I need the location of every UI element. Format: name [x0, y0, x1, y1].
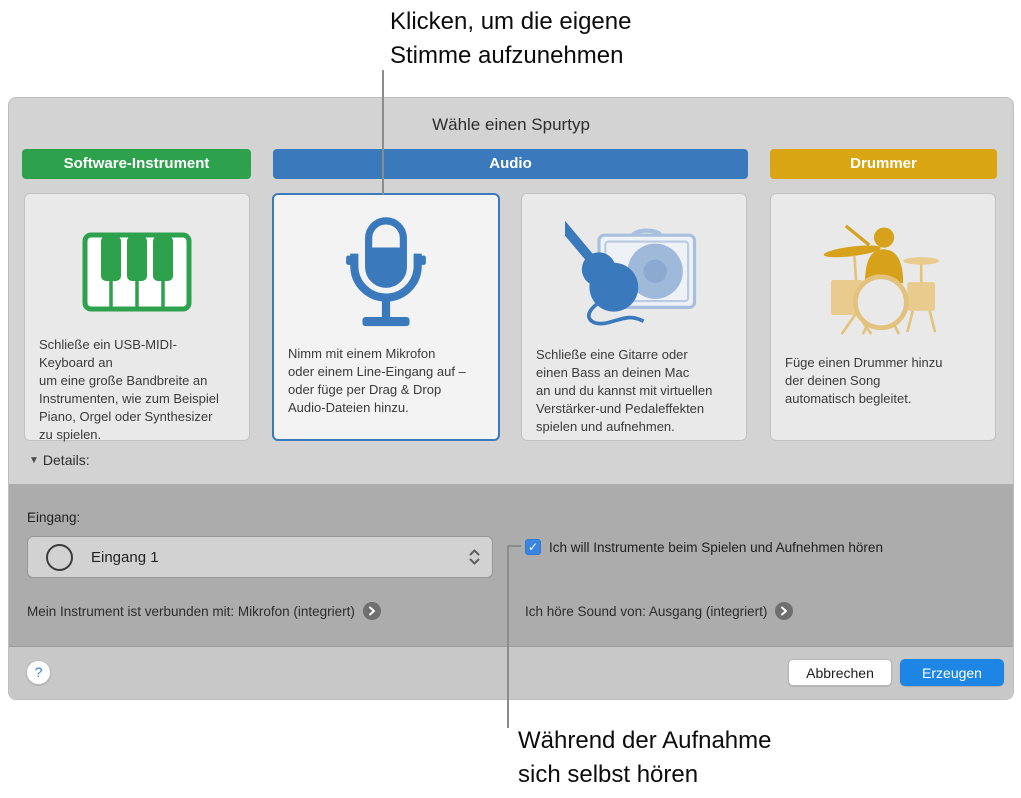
drummer-icon	[771, 194, 995, 346]
callout-top-line	[382, 70, 384, 195]
callout-bottom-text: Während der Aufnahme sich selbst hören	[518, 727, 772, 788]
instrument-connection-text: Mein Instrument ist verbunden mit: Mikro…	[27, 603, 355, 619]
monitor-checkbox[interactable]	[525, 539, 541, 555]
create-button[interactable]: Erzeugen	[900, 659, 1004, 686]
chevron-right-circle-icon[interactable]	[362, 602, 381, 620]
input-channel-icon	[46, 543, 73, 571]
output-sound-link[interactable]: Ich höre Sound von: Ausgang (integriert)	[525, 602, 794, 620]
track-type-dialog: Wähle einen Spurtyp Software-Instrument …	[8, 97, 1014, 700]
callout-bottom-line	[507, 545, 509, 728]
card-guitar-amp[interactable]: Schließe eine Gitarre oder einen Bass an…	[521, 193, 747, 441]
select-chevrons-icon	[469, 549, 480, 565]
dialog-title: Wähle einen Spurtyp	[432, 115, 590, 134]
callout-bottom-line-elbow	[507, 545, 521, 547]
microphone-icon	[274, 195, 498, 337]
category-button-software-instrument[interactable]: Software-Instrument	[22, 149, 251, 179]
output-sound-text: Ich höre Sound von: Ausgang (integriert)	[525, 603, 768, 619]
card-description: Schließe ein USB-MIDI- Keyboard an um ei…	[39, 337, 219, 442]
cancel-button[interactable]: Abbrechen	[788, 659, 892, 686]
card-description: Nimm mit einem Mikrofon oder einem Line-…	[288, 346, 466, 415]
details-panel: Eingang: Eingang 1 Ich will Instrumente …	[9, 484, 1013, 646]
card-software-instrument[interactable]: Schließe ein USB-MIDI- Keyboard an um ei…	[24, 193, 250, 442]
details-label: Details:	[42, 452, 90, 468]
input-select-value: Eingang 1	[91, 548, 159, 566]
category-button-drummer[interactable]: Drummer	[770, 149, 997, 179]
details-disclosure[interactable]: ▼ Details:	[29, 452, 90, 468]
category-button-audio[interactable]: Audio	[273, 149, 748, 179]
input-source-select[interactable]: Eingang 1	[27, 536, 493, 578]
monitor-checkbox-label: Ich will Instrumente beim Spielen und Au…	[549, 539, 883, 555]
dialog-footer: ? Abbrechen Erzeugen	[9, 646, 1013, 699]
card-description: Schließe eine Gitarre oder einen Bass an…	[536, 347, 713, 434]
piano-icon	[25, 194, 249, 328]
input-label: Eingang:	[27, 510, 81, 525]
chevron-right-circle-icon[interactable]	[775, 602, 794, 620]
card-drummer[interactable]: Füge einen Drummer hinzu der deinen Song…	[770, 193, 996, 441]
callout-top-text: Klicken, um die eigene Stimme aufzunehme…	[390, 8, 632, 69]
card-audio-microphone[interactable]: Nimm mit einem Mikrofon oder einem Line-…	[272, 193, 500, 441]
disclosure-triangle-icon: ▼	[29, 454, 39, 466]
guitar-amp-icon	[522, 194, 746, 338]
card-description: Füge einen Drummer hinzu der deinen Song…	[785, 355, 943, 406]
help-button[interactable]: ?	[26, 660, 51, 685]
instrument-connection-link[interactable]: Mein Instrument ist verbunden mit: Mikro…	[27, 602, 381, 620]
monitor-checkbox-row[interactable]: Ich will Instrumente beim Spielen und Au…	[525, 539, 883, 555]
